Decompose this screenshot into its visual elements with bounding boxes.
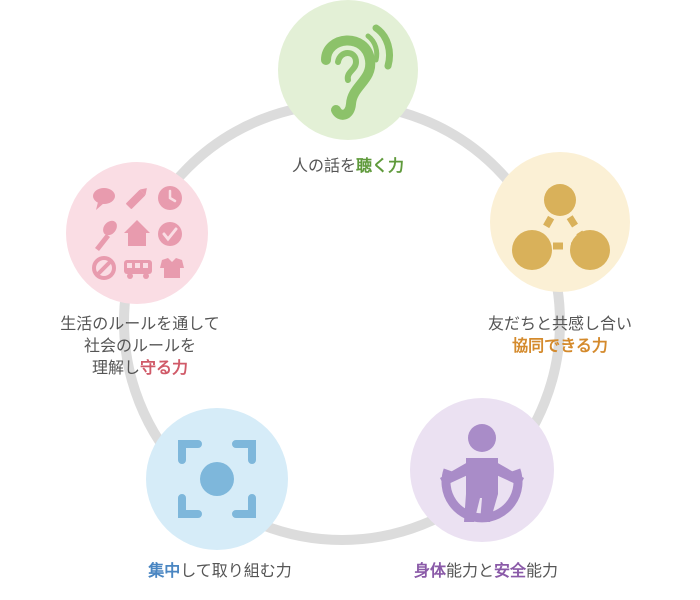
physical-label: 身体能力と安全能力 — [376, 560, 596, 582]
physical-label-highlight-1: 身体 — [413, 561, 446, 580]
physical-node — [410, 398, 554, 542]
focus-node — [146, 408, 288, 550]
focus-label-post: して取り組む力 — [180, 561, 292, 580]
check-icon — [158, 222, 182, 246]
rules-label: 生活のルールを通して 社会のルールを 理解し守る力 — [20, 313, 260, 379]
focus-label-highlight: 集中 — [148, 561, 181, 580]
network-icon — [512, 184, 610, 270]
listening-label-pre: 人の話を — [291, 156, 356, 175]
rules-node — [66, 162, 208, 304]
shirt-icon — [160, 258, 184, 278]
home-icon — [124, 220, 150, 246]
cooperation-label-highlight: 協同できる力 — [512, 336, 608, 355]
person-icon — [440, 424, 524, 523]
no-sign-icon — [92, 256, 116, 280]
focus-frame-icon — [178, 440, 256, 518]
cooperation-label: 友だちと共感し合い 協同できる力 — [445, 313, 675, 357]
pencil-icon — [126, 188, 147, 209]
physical-label-mid-2: 能力 — [526, 561, 559, 580]
listening-label-highlight: 聴く力 — [356, 156, 405, 175]
rules-label-line1: 生活のルールを通して — [60, 314, 220, 333]
cooperation-label-line1: 友だちと共感し合い — [487, 314, 632, 333]
cooperation-node — [490, 152, 630, 292]
rules-label-highlight: 守る力 — [140, 358, 189, 377]
physical-label-highlight-2: 安全 — [494, 561, 527, 580]
spoon-icon — [95, 220, 117, 251]
rules-label-line3-pre: 理解し — [91, 358, 140, 377]
ear-icon — [321, 24, 393, 120]
listening-node — [278, 0, 418, 140]
daily-life-icons — [92, 186, 184, 280]
physical-label-mid-1: 能力と — [445, 561, 494, 580]
focus-label: 集中して取り組む力 — [110, 560, 330, 582]
speech-bubble-icon — [93, 188, 115, 204]
listening-label: 人の話を聴く力 — [248, 155, 448, 177]
rules-label-line2: 社会のルールを — [83, 336, 196, 355]
